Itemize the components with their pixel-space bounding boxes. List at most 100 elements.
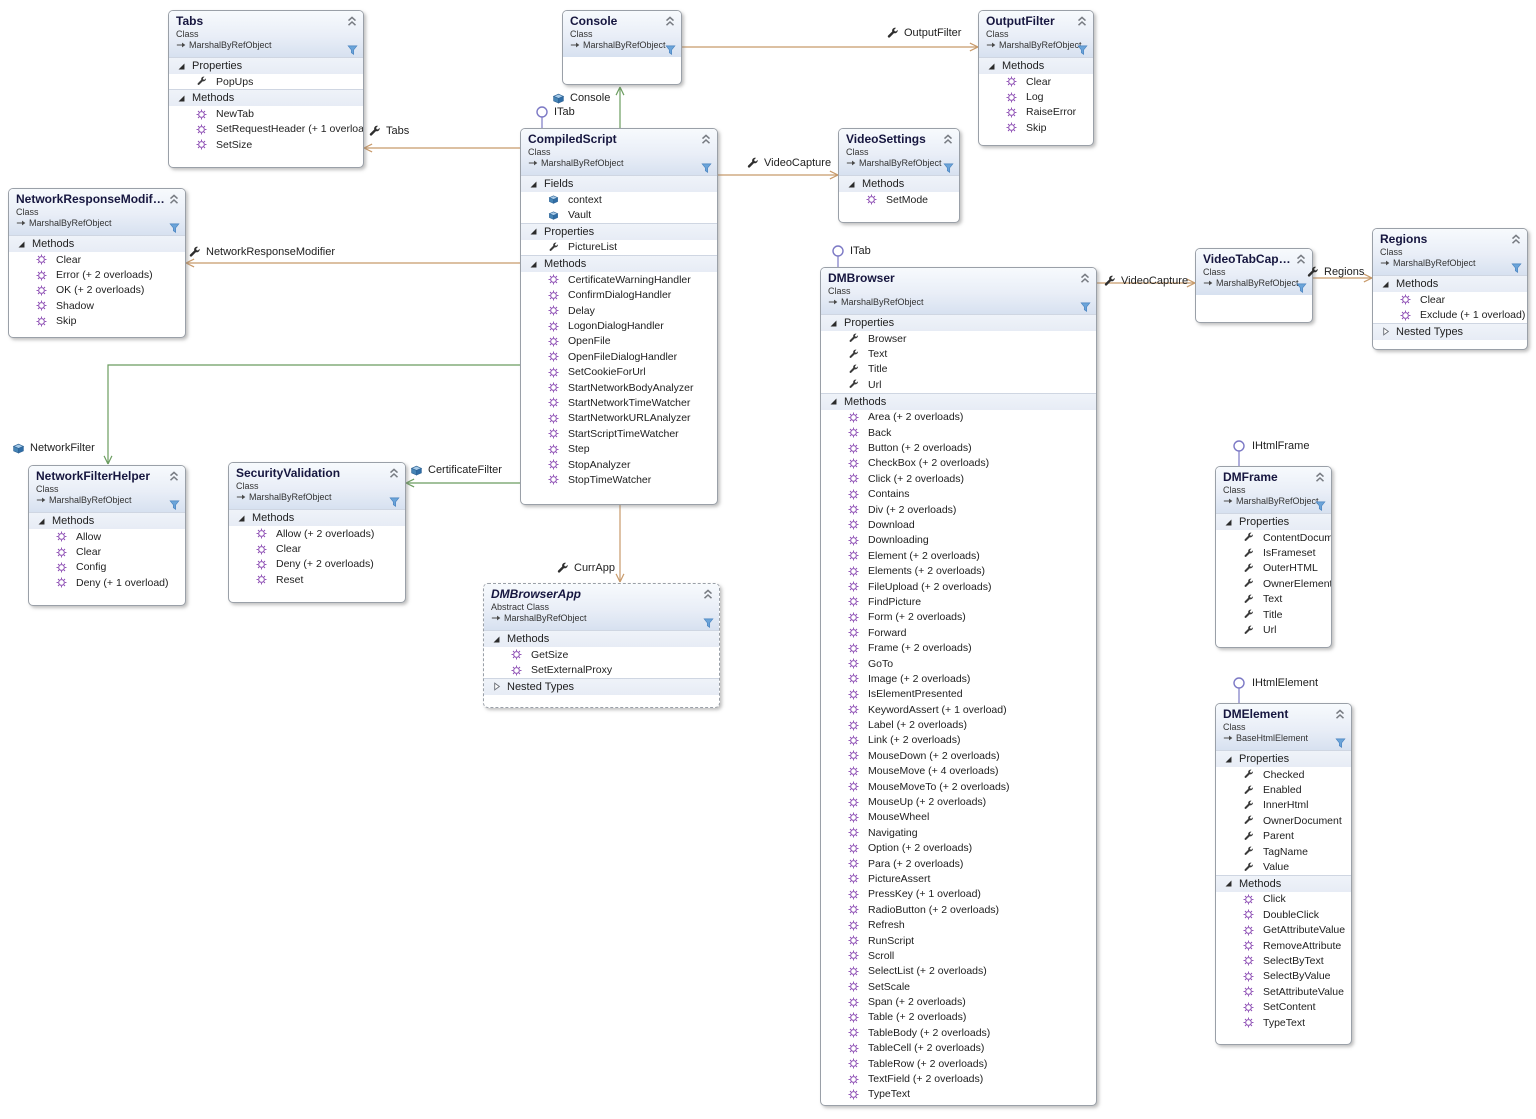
member-row[interactable]: Image (+ 2 overloads): [821, 671, 1096, 686]
collapse-chevron-icon[interactable]: [388, 468, 400, 479]
member-row[interactable]: Url: [821, 377, 1096, 392]
member-row[interactable]: Skip: [9, 314, 185, 329]
member-row[interactable]: Allow: [29, 529, 185, 544]
member-row[interactable]: StartNetworkTimeWatcher: [521, 395, 717, 410]
member-row[interactable]: RaiseError: [979, 105, 1093, 120]
section-row-methods[interactable]: Methods: [484, 630, 719, 647]
filter-icon[interactable]: [169, 222, 180, 234]
section-row-methods[interactable]: Methods: [979, 57, 1093, 74]
member-row[interactable]: PressKey (+ 1 overload): [821, 887, 1096, 902]
member-row[interactable]: Enabled: [1216, 782, 1351, 797]
member-row[interactable]: PictureList: [521, 240, 717, 255]
member-row[interactable]: ContentDocum...: [1216, 530, 1331, 545]
member-row[interactable]: Click (+ 2 overloads): [821, 471, 1096, 486]
collapse-chevron-icon[interactable]: [1079, 273, 1091, 284]
member-row[interactable]: Deny (+ 1 overload): [29, 575, 185, 590]
section-row-fields[interactable]: Fields: [521, 175, 717, 192]
collapse-chevron-icon[interactable]: [664, 16, 676, 27]
member-row[interactable]: Para (+ 2 overloads): [821, 856, 1096, 871]
member-row[interactable]: Area (+ 2 overloads): [821, 410, 1096, 425]
filter-icon[interactable]: [701, 162, 712, 174]
member-row[interactable]: Option (+ 2 overloads): [821, 841, 1096, 856]
member-row[interactable]: Button (+ 2 overloads): [821, 440, 1096, 455]
member-row[interactable]: SetMode: [839, 192, 959, 207]
section-row-methods[interactable]: Methods: [9, 235, 185, 252]
filter-icon[interactable]: [1511, 262, 1522, 274]
member-row[interactable]: DoubleClick: [1216, 907, 1351, 922]
member-row[interactable]: SetExternalProxy: [484, 662, 719, 677]
filter-icon[interactable]: [1335, 737, 1346, 749]
member-row[interactable]: Step: [521, 441, 717, 456]
member-row[interactable]: TableRow (+ 2 overloads): [821, 1056, 1096, 1071]
member-row[interactable]: Skip: [979, 120, 1093, 135]
member-row[interactable]: PopUps: [169, 74, 363, 89]
member-row[interactable]: CheckBox (+ 2 overloads): [821, 456, 1096, 471]
member-row[interactable]: Text: [821, 346, 1096, 361]
member-row[interactable]: Vault: [521, 207, 717, 222]
member-row[interactable]: Forward: [821, 625, 1096, 640]
member-row[interactable]: Link (+ 2 overloads): [821, 733, 1096, 748]
section-row-nested-types[interactable]: Nested Types: [484, 677, 719, 695]
member-row[interactable]: Frame (+ 2 overloads): [821, 640, 1096, 655]
member-row[interactable]: Scroll: [821, 948, 1096, 963]
member-row[interactable]: SelectByText: [1216, 953, 1351, 968]
member-row[interactable]: GetSize: [484, 647, 719, 662]
collapse-chevron-icon[interactable]: [168, 194, 180, 205]
filter-icon[interactable]: [1080, 301, 1091, 313]
collapse-chevron-icon[interactable]: [1295, 254, 1307, 265]
section-row-methods[interactable]: Methods: [1216, 874, 1351, 892]
collapse-chevron-icon[interactable]: [702, 589, 714, 600]
collapse-chevron-icon[interactable]: [942, 134, 954, 145]
member-row[interactable]: GoTo: [821, 656, 1096, 671]
member-row[interactable]: MouseUp (+ 2 overloads): [821, 794, 1096, 809]
member-row[interactable]: Clear: [29, 544, 185, 559]
member-row[interactable]: Shadow: [9, 298, 185, 313]
member-row[interactable]: StartNetworkURLAnalyzer: [521, 411, 717, 426]
member-row[interactable]: Config: [29, 560, 185, 575]
member-row[interactable]: Exclude (+ 1 overload): [1373, 307, 1527, 322]
member-row[interactable]: Log: [979, 89, 1093, 104]
member-row[interactable]: Clear: [979, 74, 1093, 89]
member-row[interactable]: Div (+ 2 overloads): [821, 502, 1096, 517]
member-row[interactable]: IsElementPresented: [821, 687, 1096, 702]
member-row[interactable]: OwnerElement: [1216, 576, 1331, 591]
member-row[interactable]: Delay: [521, 303, 717, 318]
member-row[interactable]: Form (+ 2 overloads): [821, 610, 1096, 625]
member-row[interactable]: SelectByValue: [1216, 969, 1351, 984]
member-row[interactable]: Clear: [229, 541, 405, 556]
member-row[interactable]: OK (+ 2 overloads): [9, 283, 185, 298]
member-row[interactable]: StartNetworkBodyAnalyzer: [521, 380, 717, 395]
member-row[interactable]: ConfirmDialogHandler: [521, 288, 717, 303]
section-row-properties[interactable]: Properties: [1216, 750, 1351, 767]
section-row-properties[interactable]: Properties: [169, 57, 363, 74]
member-row[interactable]: Title: [821, 362, 1096, 377]
section-row-methods[interactable]: Methods: [521, 255, 717, 273]
filter-icon[interactable]: [1296, 282, 1307, 294]
member-row[interactable]: SetContent: [1216, 999, 1351, 1014]
collapse-chevron-icon[interactable]: [346, 16, 358, 27]
collapse-chevron-icon[interactable]: [1076, 16, 1088, 27]
member-row[interactable]: SelectList (+ 2 overloads): [821, 964, 1096, 979]
member-row[interactable]: Label (+ 2 overloads): [821, 717, 1096, 732]
member-row[interactable]: GetAttributeValue: [1216, 923, 1351, 938]
member-row[interactable]: RunScript: [821, 933, 1096, 948]
member-row[interactable]: Parent: [1216, 829, 1351, 844]
member-row[interactable]: StartScriptTimeWatcher: [521, 426, 717, 441]
member-row[interactable]: TypeText: [1216, 1015, 1351, 1030]
member-row[interactable]: SetRequestHeader (+ 1 overload): [169, 122, 363, 137]
member-row[interactable]: FindPicture: [821, 594, 1096, 609]
member-row[interactable]: OpenFileDialogHandler: [521, 349, 717, 364]
member-row[interactable]: Error (+ 2 overloads): [9, 267, 185, 282]
section-row-methods[interactable]: Methods: [169, 89, 363, 107]
member-row[interactable]: Clear: [1373, 292, 1527, 307]
member-row[interactable]: Contains: [821, 487, 1096, 502]
member-row[interactable]: StopTimeWatcher: [521, 472, 717, 487]
